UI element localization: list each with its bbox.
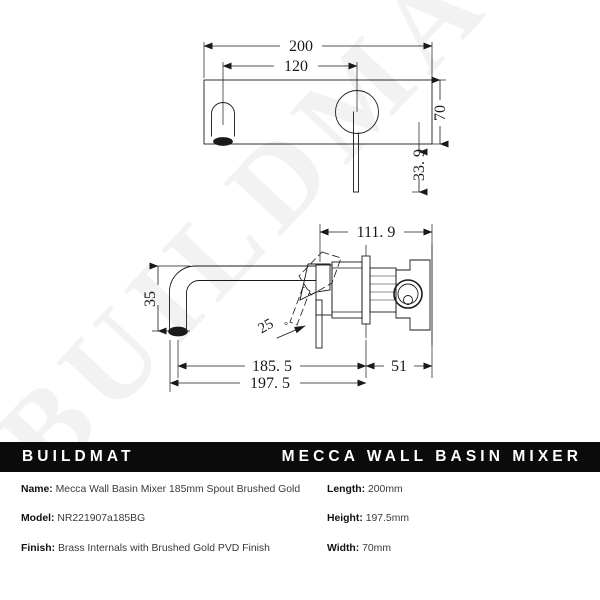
technical-drawing-area: BUILDMAT	[0, 0, 570, 442]
dim-label-70: 70	[432, 105, 449, 121]
spec-value-length: 200mm	[367, 484, 403, 495]
dim-label-51: 51	[391, 358, 407, 375]
spout-inner-profile	[186, 280, 317, 331]
dim-label-185-5: 185. 5	[252, 358, 292, 375]
product-title: MECCA WALL BASIN MIXER	[281, 448, 582, 465]
spec-label-name: Name:	[21, 484, 53, 495]
spec-row-width: Width: 70mm	[327, 542, 577, 554]
spec-label-finish: Finish:	[21, 542, 56, 554]
spec-row-model: Model: NR221907a185BG	[21, 514, 321, 524]
spout-outlet-base	[213, 137, 233, 146]
dim-label-111-9: 111. 9	[357, 224, 396, 241]
dim-label-197-5: 197. 5	[250, 375, 290, 392]
spec-row-name: Name: Mecca Wall Basin Mixer 185mm Spout…	[21, 484, 321, 495]
front-elevation-plate	[203, 79, 433, 193]
spec-value-name: Mecca Wall Basin Mixer 185mm Spout Brush…	[55, 484, 301, 495]
side-elevation-spout	[168, 244, 433, 349]
front-view-dimension-labels: 200 120 70 33. 9	[284, 38, 449, 181]
spec-row-height: Height: 197.5mm	[327, 514, 577, 524]
wall-flange	[361, 255, 371, 325]
rear-fixing-hole	[403, 295, 413, 305]
rear-bracket	[395, 259, 431, 331]
angle-leader-arrow	[276, 325, 306, 339]
rear-fixing-outer	[393, 279, 423, 309]
angle-label-group: 25 °	[256, 316, 288, 337]
side-view-dimension-labels: 111. 9 35 185. 5 51 197. 5	[142, 224, 407, 392]
dim-label-35: 35	[142, 291, 159, 307]
side-view-dimensions	[149, 224, 433, 392]
spec-column-right: Length: 200mm Height: 197.5mm Width: 70m…	[327, 484, 577, 573]
spec-label-width: Width:	[327, 542, 360, 554]
spec-label-length: Length:	[327, 484, 366, 495]
spout-outer-profile	[169, 265, 317, 331]
cartridge-body	[369, 267, 397, 313]
spec-label-height: Height:	[327, 513, 363, 525]
spec-value-width: 70mm	[362, 542, 391, 554]
title-banner: BUILDMAT MECCA WALL BASIN MIXER	[0, 442, 600, 472]
dim-label-200: 200	[289, 38, 313, 55]
dim-label-33-9: 33. 9	[411, 149, 428, 181]
spec-row-length: Length: 200mm	[327, 484, 577, 495]
front-view-dimensions	[203, 42, 449, 196]
spec-value-height: 197.5mm	[365, 513, 410, 525]
spec-value-model: NR221907a185BG	[57, 513, 146, 525]
spout-tip-outlet	[168, 326, 188, 337]
spec-label-model: Model:	[21, 513, 55, 525]
specifications-block: Name: Mecca Wall Basin Mixer 185mm Spout…	[0, 472, 600, 600]
brand-name: BUILDMAT	[22, 448, 135, 465]
lever-solid-body	[299, 263, 331, 301]
degree-symbol: °	[284, 321, 288, 332]
spec-column-left: Name: Mecca Wall Basin Mixer 185mm Spout…	[21, 484, 321, 573]
spec-value-finish: Brass Internals with Brushed Gold PVD Fi…	[57, 542, 270, 554]
front-plate-outline	[203, 79, 433, 145]
dim-label-25-deg: 25	[256, 316, 277, 337]
lever-solid-stem	[315, 299, 323, 349]
lever-raised-dashed	[289, 251, 342, 326]
rear-fixing-inner	[397, 283, 419, 305]
dim-label-120: 120	[284, 58, 308, 75]
spec-row-finish: Finish: Brass Internals with Brushed Gol…	[21, 542, 321, 554]
technical-drawing-svg: BUILDMAT	[0, 0, 570, 442]
